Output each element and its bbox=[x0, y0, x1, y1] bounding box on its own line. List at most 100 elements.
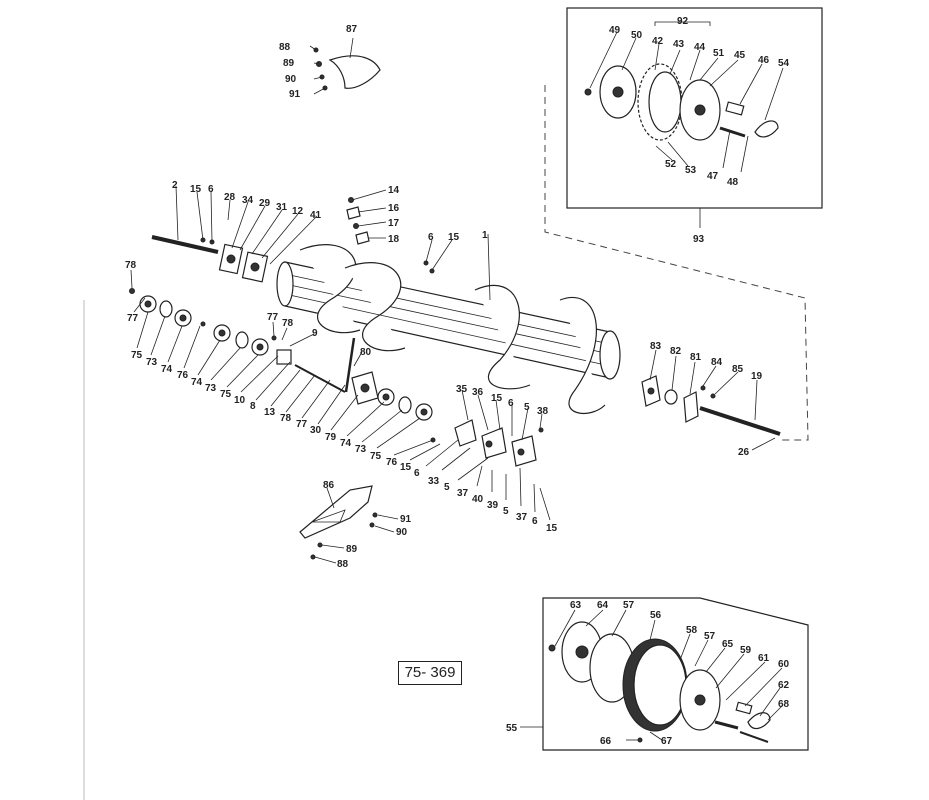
drive-shaft bbox=[151, 235, 219, 254]
callout-73: 73 bbox=[146, 357, 158, 368]
callout-86: 86 bbox=[323, 480, 335, 491]
callout-88: 88 bbox=[337, 559, 349, 570]
callout-73: 73 bbox=[355, 444, 367, 455]
callout-39: 39 bbox=[487, 500, 499, 511]
callout-44: 44 bbox=[694, 42, 706, 53]
callout-9: 9 bbox=[312, 328, 318, 339]
callout-60: 60 bbox=[778, 659, 790, 670]
callout-50: 50 bbox=[631, 30, 643, 41]
callout-76: 76 bbox=[177, 370, 189, 381]
callout-74: 74 bbox=[161, 364, 173, 375]
callout-26: 26 bbox=[738, 447, 750, 458]
callout-81: 81 bbox=[690, 352, 702, 363]
connector-dash bbox=[544, 85, 809, 441]
callout-75: 75 bbox=[370, 451, 382, 462]
callout-63: 63 bbox=[570, 600, 582, 611]
callout-77: 77 bbox=[296, 419, 308, 430]
center-bearing-stack bbox=[351, 371, 436, 443]
callout-47: 47 bbox=[707, 171, 719, 182]
callout-82: 82 bbox=[670, 346, 682, 357]
callout-8: 8 bbox=[250, 401, 256, 412]
callout-2: 2 bbox=[172, 180, 178, 191]
callout-6: 6 bbox=[208, 184, 214, 195]
callout-35: 35 bbox=[456, 384, 468, 395]
callout-17: 17 bbox=[388, 218, 400, 229]
callout-labels: 1 2 15 6 28 34 29 31 12 41 14 16 17 18 6… bbox=[125, 16, 790, 747]
shaft-coupler bbox=[276, 349, 292, 365]
callout-93: 93 bbox=[693, 234, 705, 245]
callout-68: 68 bbox=[778, 699, 790, 710]
auger-flight bbox=[299, 244, 361, 334]
callout-78: 78 bbox=[125, 260, 137, 271]
callout-33: 33 bbox=[428, 476, 440, 487]
callout-74: 74 bbox=[191, 377, 203, 388]
callout-78: 78 bbox=[280, 413, 292, 424]
callout-34: 34 bbox=[242, 195, 254, 206]
callout-64: 64 bbox=[597, 600, 609, 611]
callout-48: 48 bbox=[727, 177, 739, 188]
auger-assembly bbox=[276, 244, 621, 414]
detail-box-55 bbox=[542, 597, 809, 751]
callout-85: 85 bbox=[732, 364, 744, 375]
right-shaft bbox=[699, 406, 781, 436]
callout-59: 59 bbox=[740, 645, 752, 656]
callout-10: 10 bbox=[234, 395, 246, 406]
callout-18: 18 bbox=[388, 234, 400, 245]
callout-15: 15 bbox=[448, 232, 460, 243]
callout-6: 6 bbox=[414, 468, 420, 479]
callout-12: 12 bbox=[292, 206, 304, 217]
callout-89: 89 bbox=[283, 58, 295, 69]
callout-5: 5 bbox=[524, 402, 530, 413]
callout-90: 90 bbox=[285, 74, 297, 85]
callout-76: 76 bbox=[386, 457, 398, 468]
callout-53: 53 bbox=[685, 165, 697, 176]
callout-92: 92 bbox=[677, 16, 689, 27]
callout-78: 78 bbox=[282, 318, 294, 329]
callout-37: 37 bbox=[516, 512, 528, 523]
callout-6: 6 bbox=[428, 232, 434, 243]
detail-box-92 bbox=[566, 7, 823, 209]
callout-67: 67 bbox=[661, 736, 673, 747]
callout-80: 80 bbox=[360, 347, 372, 358]
callout-45: 45 bbox=[734, 50, 746, 61]
idler-rod bbox=[344, 337, 356, 393]
callout-15: 15 bbox=[491, 393, 503, 404]
callout-87: 87 bbox=[346, 24, 358, 35]
callout-16: 16 bbox=[388, 203, 400, 214]
callout-79: 79 bbox=[325, 432, 337, 443]
callout-55: 55 bbox=[506, 723, 518, 734]
callout-14: 14 bbox=[388, 185, 400, 196]
callout-66: 66 bbox=[600, 736, 612, 747]
callout-75: 75 bbox=[131, 350, 143, 361]
callout-91: 91 bbox=[289, 89, 301, 100]
callout-13: 13 bbox=[264, 407, 276, 418]
callout-73: 73 bbox=[205, 383, 217, 394]
leader-lines bbox=[130, 21, 784, 741]
callout-65: 65 bbox=[722, 639, 734, 650]
callout-15: 15 bbox=[400, 462, 412, 473]
callout-91: 91 bbox=[400, 514, 412, 525]
hub-assembly bbox=[548, 621, 771, 743]
callout-90: 90 bbox=[396, 527, 408, 538]
callout-77: 77 bbox=[127, 313, 139, 324]
callout-31: 31 bbox=[276, 202, 288, 213]
callout-46: 46 bbox=[758, 55, 770, 66]
right-end-parts bbox=[641, 375, 781, 436]
callout-5: 5 bbox=[444, 482, 450, 493]
sprocket-assembly bbox=[584, 63, 779, 141]
callout-42: 42 bbox=[652, 36, 664, 47]
callout-56: 56 bbox=[650, 610, 662, 621]
callout-52: 52 bbox=[665, 159, 677, 170]
callout-15: 15 bbox=[546, 523, 558, 534]
callout-62: 62 bbox=[778, 680, 790, 691]
callout-74: 74 bbox=[340, 438, 352, 449]
callout-28: 28 bbox=[224, 192, 236, 203]
callout-61: 61 bbox=[758, 653, 770, 664]
figure-id-label: 75- 369 bbox=[398, 661, 462, 685]
callout-6: 6 bbox=[508, 398, 514, 409]
auger-end-plate bbox=[599, 330, 621, 380]
callout-29: 29 bbox=[259, 198, 271, 209]
callout-41: 41 bbox=[310, 210, 322, 221]
callout-75: 75 bbox=[220, 389, 232, 400]
callout-77: 77 bbox=[267, 312, 279, 323]
